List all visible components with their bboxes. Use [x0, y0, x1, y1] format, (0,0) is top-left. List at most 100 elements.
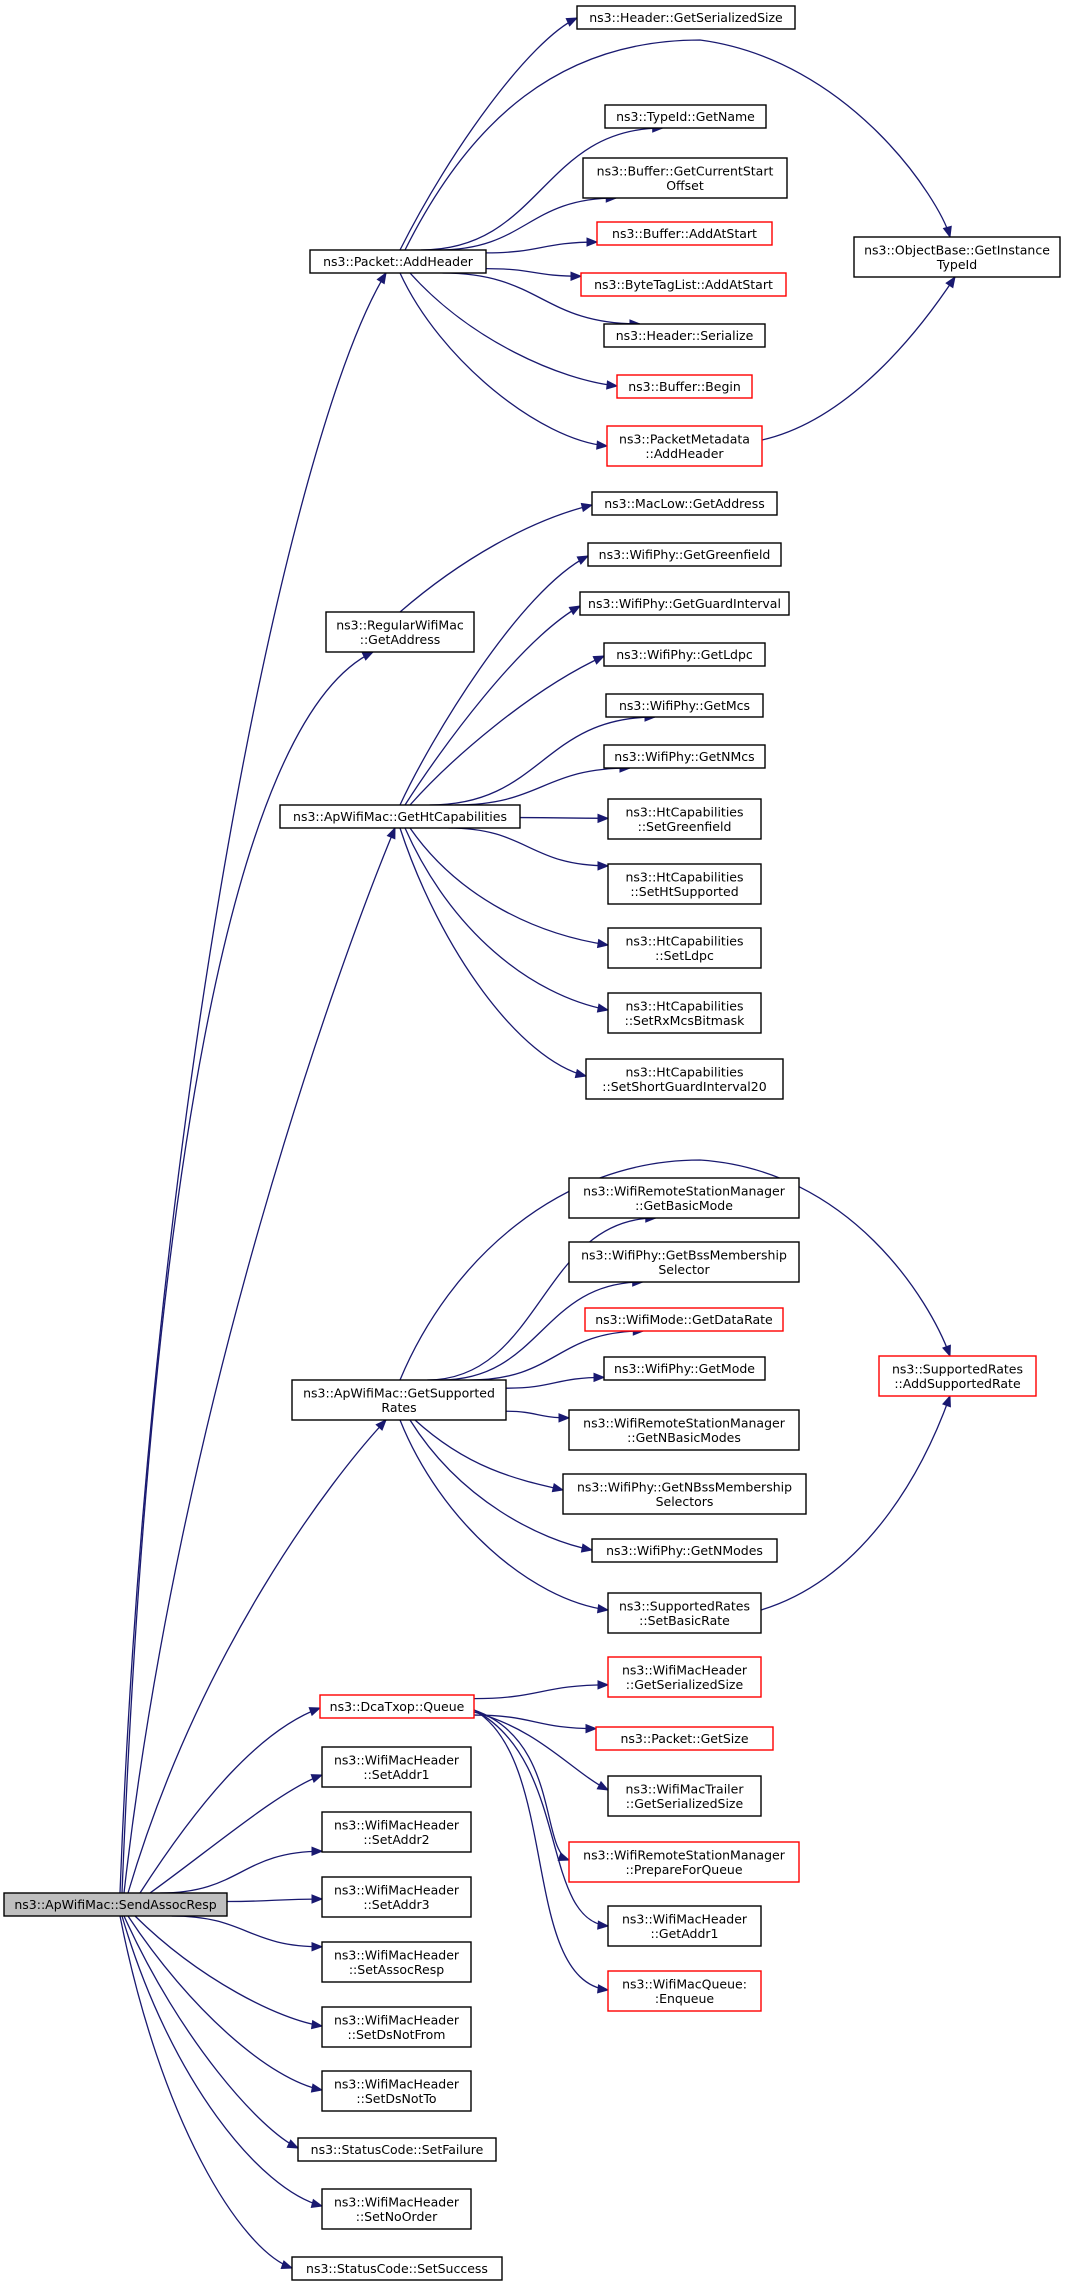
node-pm-add-header[interactable]: ns3::PacketMetadata::AddHeader [606, 425, 763, 467]
node-box [291, 1379, 507, 1421]
call-edge-line [420, 127, 663, 251]
node-hdr-get-ser-size[interactable]: ns3::Header::GetSerializedSize [576, 5, 796, 30]
node-label: ns3::StatusCode::SetSuccess [306, 2261, 488, 2276]
node-typeid-get-name[interactable]: ns3::TypeId::GetName [604, 104, 767, 129]
node-phy-get-nmcs[interactable]: ns3::WifiPhy::GetNMcs [603, 744, 766, 769]
node-mode-get-data-rate[interactable]: ns3::WifiMode::GetDataRate [584, 1307, 784, 1332]
node-label: ns3::WifiMacHeader [622, 1911, 748, 1926]
node-phy-get-mode[interactable]: ns3::WifiPhy::GetMode [603, 1356, 766, 1381]
node-btl-add-at-start[interactable]: ns3::ByteTagList::AddAtStart [580, 272, 787, 297]
call-edge-line [119, 1915, 293, 2269]
node-buf-add-at-start[interactable]: ns3::Buffer::AddAtStart [596, 221, 773, 246]
node-box [607, 1970, 762, 2012]
node-phy-get-guard[interactable]: ns3::WifiPhy::GetGuardInterval [579, 591, 790, 616]
node-htc-set-greenfield[interactable]: ns3::HtCapabilities::SetGreenfield [607, 798, 762, 840]
node-wmh-set-ds-not-from[interactable]: ns3::WifiMacHeader::SetDsNotFrom [321, 2006, 472, 2048]
node-wmh-get-ser-size[interactable]: ns3::WifiMacHeader::GetSerializedSize [607, 1656, 762, 1698]
node-phy-get-mcs[interactable]: ns3::WifiPhy::GetMcs [605, 693, 764, 718]
node-box [603, 323, 766, 348]
call-edge-line [404, 39, 951, 251]
node-htc-set-ht-supported[interactable]: ns3::HtCapabilities::SetHtSupported [607, 863, 762, 905]
node-hdr-serialize[interactable]: ns3::Header::Serialize [603, 323, 766, 348]
node-htc-set-sgi20[interactable]: ns3::HtCapabilities::SetShortGuardInterv… [585, 1058, 784, 1100]
arrowhead-icon [565, 17, 579, 27]
node-phy-get-greenfield[interactable]: ns3::WifiPhy::GetGreenfield [587, 542, 782, 567]
node-htc-set-ldpc[interactable]: ns3::HtCapabilities::SetLdpc [607, 927, 762, 969]
call-edge [473, 1711, 610, 1791]
node-wmh-set-addr1[interactable]: ns3::WifiMacHeader::SetAddr1 [321, 1746, 472, 1788]
node-label: ns3::WifiPhy::GetGreenfield [599, 547, 771, 562]
node-label: ns3::HtCapabilities [625, 1064, 743, 1079]
node-sc-set-failure[interactable]: ns3::StatusCode::SetFailure [297, 2137, 497, 2162]
call-edge-line [127, 1419, 387, 1894]
node-wmh-set-addr2[interactable]: ns3::WifiMacHeader::SetAddr2 [321, 1811, 472, 1853]
node-sr-set-basic-rate[interactable]: ns3::SupportedRates::SetBasicRate [607, 1592, 762, 1634]
node-dca-queue[interactable]: ns3::DcaTxop::Queue [319, 1694, 475, 1719]
arrowhead-icon [574, 1068, 588, 1079]
node-wmh-set-assoc-resp[interactable]: ns3::WifiMacHeader::SetAssocResp [321, 1941, 472, 1983]
call-edge-line [123, 827, 396, 1894]
arrowhead-icon [593, 1372, 606, 1383]
node-maclow-get-address[interactable]: ns3::MacLow::GetAddress [591, 491, 778, 516]
node-wmq-enqueue[interactable]: ns3::WifiMacQueue::Enqueue [607, 1970, 762, 2012]
node-htc-set-rxmcs[interactable]: ns3::HtCapabilities::SetRxMcsBitmask [607, 992, 762, 1034]
arrowhead-icon [597, 1920, 610, 1930]
node-rsm-get-basic-mode[interactable]: ns3::WifiRemoteStationManager::GetBasicM… [568, 1177, 800, 1219]
call-edge [409, 1419, 594, 1553]
node-label: ::GetAddr1 [651, 1926, 719, 1941]
node-label: ::SetLdpc [655, 948, 714, 963]
call-edge-line [760, 1395, 951, 1611]
node-label: ns3::WifiPhy::GetMode [614, 1361, 755, 1376]
node-label: ns3::WifiMacHeader [622, 1662, 748, 1677]
call-edge-line [437, 197, 617, 251]
node-rwm-get-address[interactable]: ns3::RegularWifiMac::GetAddress [325, 611, 475, 653]
node-label: ns3::WifiPhy::GetNBssMembership [577, 1479, 792, 1494]
node-sr-add-supported[interactable]: ns3::SupportedRates::AddSupportedRate [878, 1355, 1037, 1397]
node-box [580, 272, 787, 297]
node-wmh-set-addr3[interactable]: ns3::WifiMacHeader::SetAddr3 [321, 1876, 472, 1918]
call-edge-line [442, 272, 640, 325]
node-label: ns3::WifiMacHeader [334, 1817, 460, 1832]
node-wmh-get-addr1[interactable]: ns3::WifiMacHeader::GetAddr1 [607, 1905, 762, 1947]
node-box [607, 1905, 762, 1947]
node-label: ns3::WifiMacHeader [334, 2194, 460, 2209]
call-edge-line [409, 1419, 593, 1551]
node-ap-get-ht-caps[interactable]: ns3::ApWifiMac::GetHtCapabilities [279, 804, 521, 829]
node-box [604, 104, 767, 129]
call-edge-line [119, 272, 387, 1894]
node-label: Rates [381, 1400, 416, 1415]
node-box [321, 2188, 472, 2230]
node-rsm-get-nbasic[interactable]: ns3::WifiRemoteStationManager::GetNBasic… [568, 1409, 800, 1451]
node-phy-get-nmodes[interactable]: ns3::WifiPhy::GetNModes [591, 1538, 778, 1563]
node-box [568, 1841, 800, 1883]
call-edge-line [127, 1915, 323, 2091]
call-edge-line [409, 827, 609, 946]
call-edge-line [485, 267, 582, 277]
node-add-header[interactable]: ns3::Packet::AddHeader [309, 249, 487, 274]
node-rsm-prepare[interactable]: ns3::WifiRemoteStationManager::PrepareFo… [568, 1841, 800, 1883]
call-edge-line [404, 605, 581, 806]
node-wmt-get-ser-size[interactable]: ns3::WifiMacTrailer::GetSerializedSize [607, 1775, 762, 1817]
node-label: ns3::SupportedRates [619, 1598, 750, 1613]
call-edge-line [399, 827, 587, 1077]
call-edge [448, 827, 610, 871]
node-wmh-set-no-order[interactable]: ns3::WifiMacHeader::SetNoOrder [321, 2188, 472, 2230]
node-wmh-set-ds-not-to[interactable]: ns3::WifiMacHeader::SetDsNotTo [321, 2070, 472, 2112]
call-edge-line [473, 1684, 609, 1700]
node-pkt-get-size[interactable]: ns3::Packet::GetSize [595, 1726, 774, 1751]
node-buf-begin[interactable]: ns3::Buffer::Begin [616, 374, 753, 399]
node-root[interactable]: ns3::ApWifiMac::SendAssocResp [3, 1892, 228, 1917]
node-phy-get-ldpc[interactable]: ns3::WifiPhy::GetLdpc [603, 642, 766, 667]
arrowhead-icon [558, 1413, 571, 1423]
call-edge [399, 827, 588, 1079]
arrowhead-icon [597, 1680, 610, 1690]
node-box [607, 863, 762, 905]
node-sc-set-success[interactable]: ns3::StatusCode::SetSuccess [291, 2256, 503, 2281]
node-box [576, 5, 796, 30]
